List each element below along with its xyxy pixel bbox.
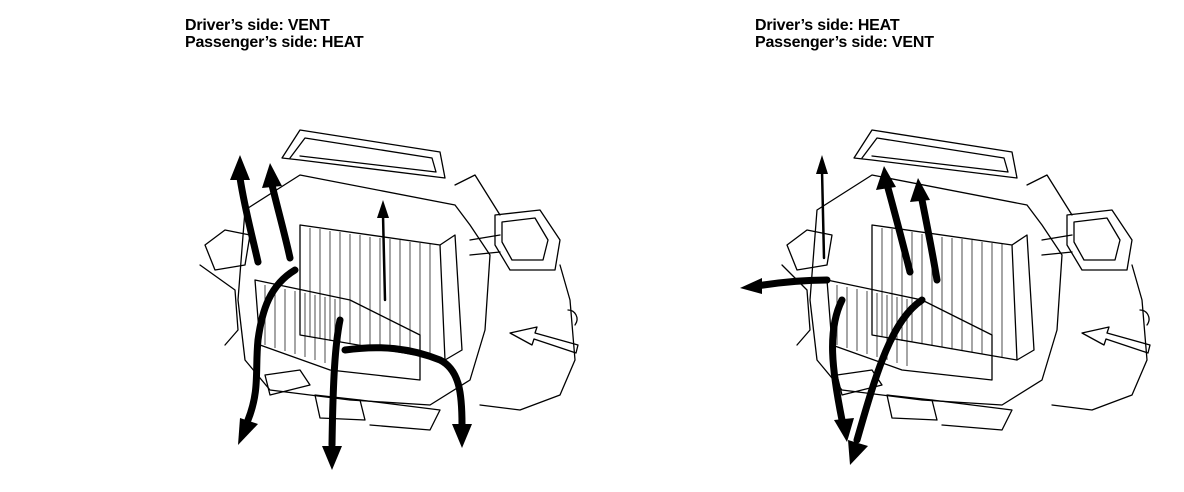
diagram-panel-right: Driver’s side: HEAT Passenger’s side: VE… <box>592 0 1184 492</box>
driver-side-label: Driver’s side: VENT <box>185 17 330 34</box>
airflow-arrow-icon <box>740 155 941 465</box>
diagram-panel-left: Driver’s side: VENT Passenger’s side: HE… <box>185 17 579 470</box>
heater-unit-illustration <box>199 129 579 470</box>
passenger-side-label: Passenger’s side: HEAT <box>185 34 364 51</box>
fresh-air-inlet-arrow-icon <box>509 326 579 354</box>
mode-caption: Driver’s side: VENT Passenger’s side: HE… <box>185 17 364 51</box>
fresh-air-inlet-arrow-icon <box>1081 326 1151 354</box>
mode-caption: Driver’s side: HEAT Passenger’s side: VE… <box>755 17 934 51</box>
driver-side-label: Driver’s side: HEAT <box>755 17 900 34</box>
airflow-arrow-icon <box>230 155 472 470</box>
passenger-side-label: Passenger’s side: VENT <box>755 34 934 51</box>
heater-unit-illustration <box>740 129 1151 465</box>
